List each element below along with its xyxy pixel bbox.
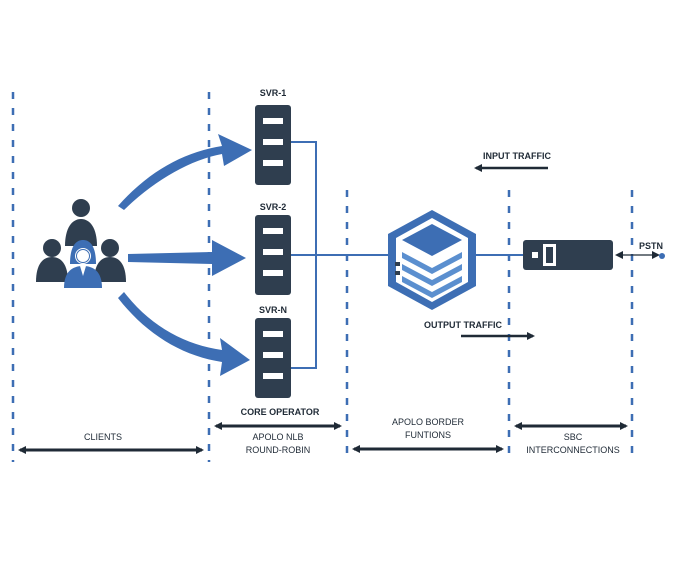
users-group-icon — [36, 199, 126, 288]
arrow-to-svrn — [118, 292, 250, 376]
pstn-dot — [659, 253, 665, 259]
section-sbc-line1: SBC — [564, 432, 583, 442]
server-svr2 — [255, 215, 291, 295]
core-operator-label: CORE OPERATOR — [241, 407, 320, 417]
input-traffic-label: INPUT TRAFFIC — [483, 151, 551, 161]
sbc-device-icon — [523, 240, 613, 270]
client-arrows — [118, 134, 252, 376]
svr1-label: SVR-1 — [260, 88, 287, 98]
section-clients: CLIENTS — [84, 432, 122, 442]
pstn-label: PSTN — [639, 241, 663, 251]
section-nlb-line2: ROUND-ROBIN — [246, 445, 311, 455]
section-nlb-line1: APOLO NLB — [252, 432, 303, 442]
arrow-to-svr1 — [118, 134, 252, 210]
server-svrn — [255, 318, 291, 398]
dashed-separators — [11, 92, 634, 462]
section-border-line2: FUNTIONS — [405, 430, 451, 440]
arrow-to-svr2 — [128, 240, 246, 276]
svrn-label: SVR-N — [259, 305, 287, 315]
svr2-label: SVR-2 — [260, 202, 287, 212]
section-border-line1: APOLO BORDER — [392, 417, 465, 427]
section-sbc-line2: INTERCONNECTIONS — [526, 445, 620, 455]
server-svr1 — [255, 105, 291, 185]
layered-cube-icon — [388, 210, 476, 310]
output-traffic-label: OUTPUT TRAFFIC — [424, 320, 502, 330]
server-connectors — [291, 141, 524, 369]
